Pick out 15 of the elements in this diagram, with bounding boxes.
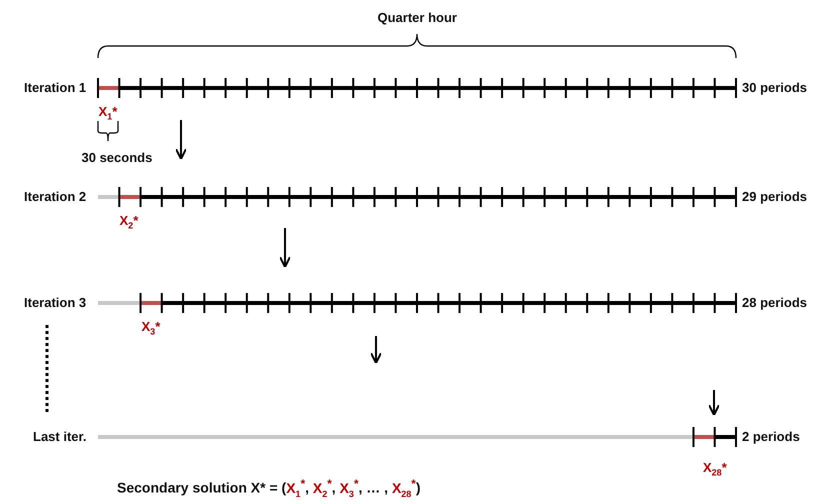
row-label: Iteration 3 — [24, 295, 86, 311]
period-count: 29 periods — [742, 189, 808, 205]
heading: Quarter hour — [378, 10, 457, 26]
solution-label: X$_{3}$* — [142, 319, 160, 339]
solution-formula: Secondary solution X* = (X$_{1}$$^{*}$, X$_{2}$$^{*}$, X$_{3}$$^{*}$, … , X$_{28}$$^{*}$) — [117, 476, 421, 500]
solution-label: X$_{1}$* — [98, 104, 118, 124]
row-label: Iteration 2 — [24, 189, 86, 205]
row-label: Last iter. — [33, 429, 86, 445]
period-count: 2 periods — [742, 429, 800, 445]
period-count: 30 periods — [742, 80, 808, 96]
solution-label: X$_{2}$* — [120, 213, 138, 233]
row-label: Iteration 1 — [24, 80, 86, 96]
duration-label: 30 seconds — [82, 150, 152, 166]
period-count: 28 periods — [742, 295, 808, 311]
solution-label: X$_{28}$* — [703, 460, 727, 480]
